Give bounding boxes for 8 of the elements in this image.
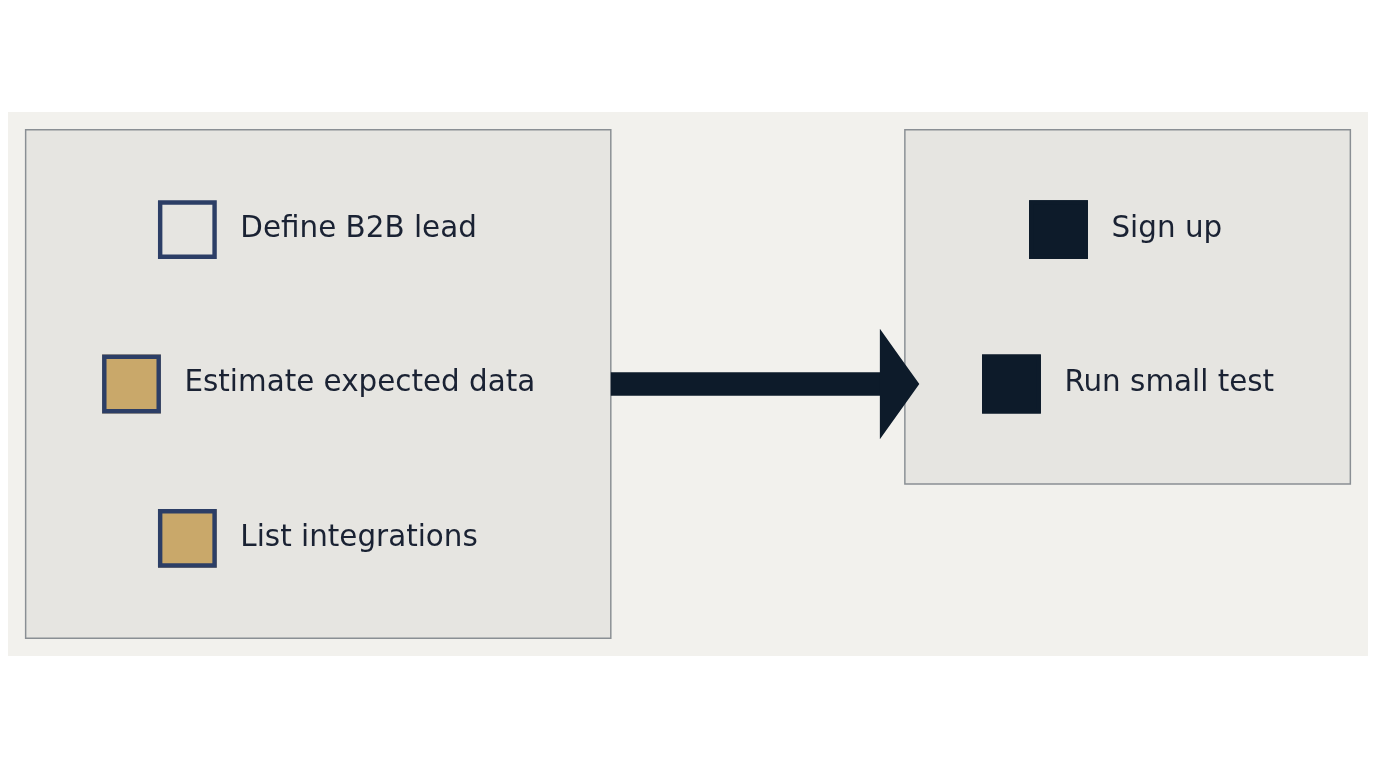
- cluster: [24, 128, 612, 640]
- node-label: Estimate expected data: [184, 364, 536, 399]
- arrow: [610, 328, 920, 440]
- cluster: [904, 128, 1352, 485]
- node-label: Sign up: [1111, 209, 1223, 244]
- node-label: Run small test: [1064, 364, 1275, 399]
- node-label: List integrations: [240, 518, 478, 553]
- node-label: Define B2B lead: [240, 209, 477, 244]
